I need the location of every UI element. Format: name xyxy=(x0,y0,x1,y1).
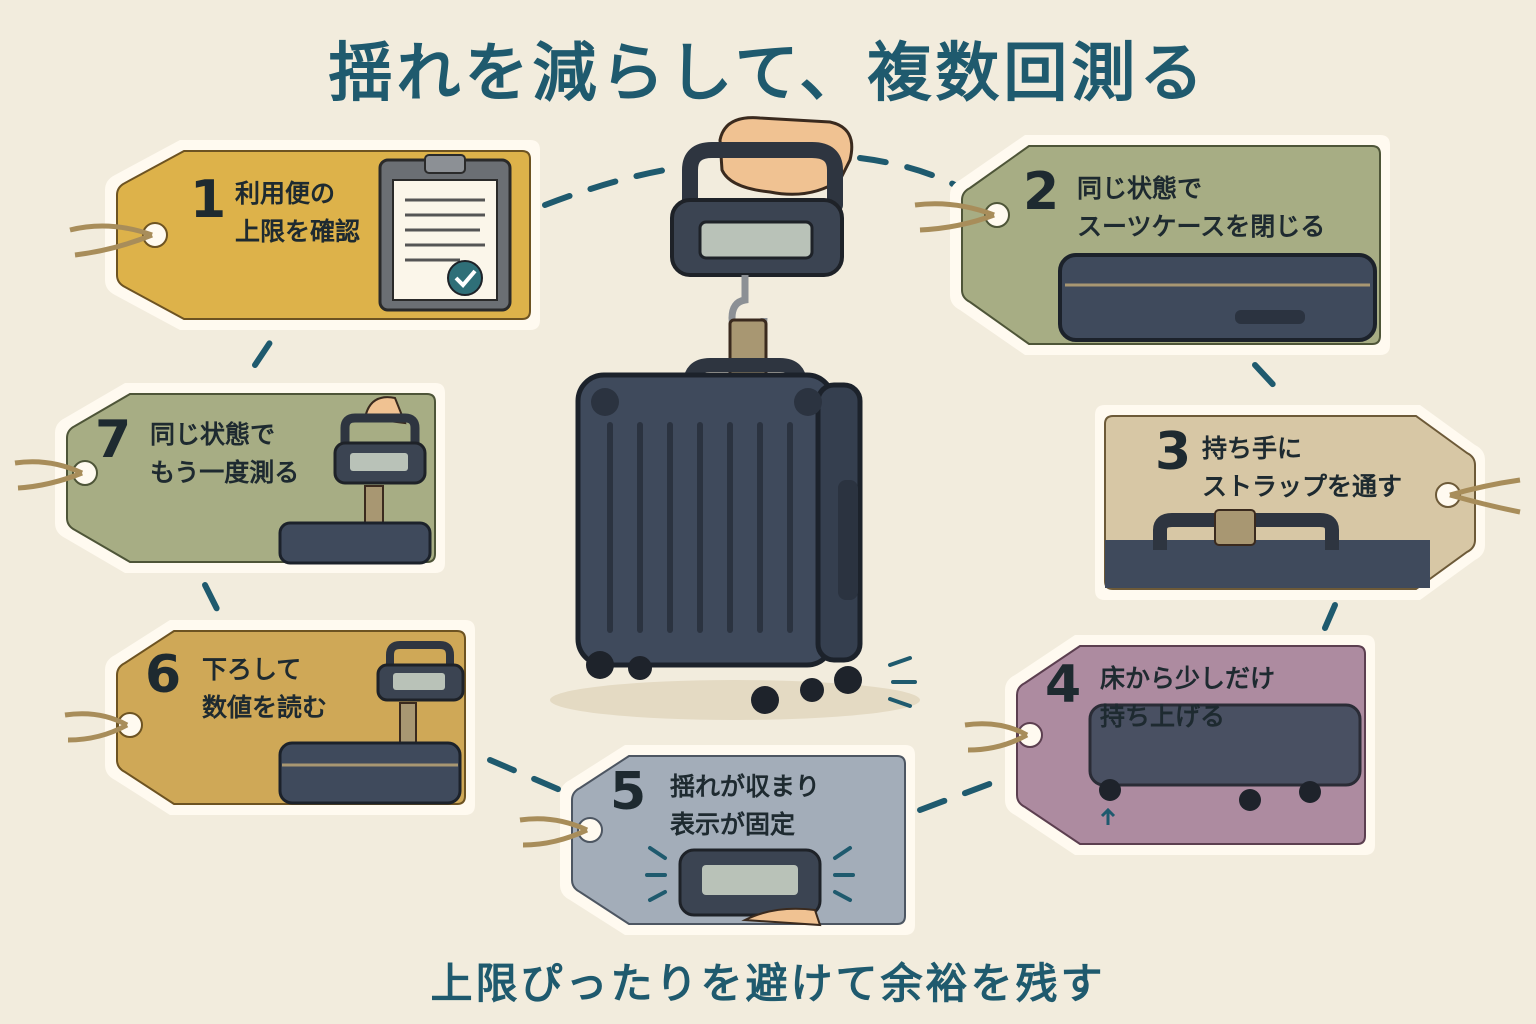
step-tag-4: 4 床から少しだけ 持ち上げる xyxy=(960,630,1380,860)
footer-message: 上限ぴったりを避けて余裕を残す xyxy=(430,959,1106,1008)
scale-display-icon xyxy=(645,846,855,927)
step-number-6: 6 xyxy=(145,645,182,705)
step-text-4: 床から少しだけ 持ち上げる xyxy=(1100,664,1276,731)
step-text-5: 揺れが収まり 表示が固定 xyxy=(670,772,821,839)
step-number-3: 3 xyxy=(1155,422,1192,482)
step-tag-7: 7 同じ状態で もう一度測る xyxy=(10,378,450,578)
step-number-7: 7 xyxy=(95,410,132,470)
step-text-7: 同じ状態で もう一度測る xyxy=(150,420,300,487)
step-text-2: 同じ状態で スーツケースを閉じる xyxy=(1077,174,1326,241)
step-text-3: 持ち手に ストラップを通す xyxy=(1202,434,1403,501)
step-text-6: 下ろして 数値を読む xyxy=(202,655,328,722)
closed-suitcase-icon xyxy=(1058,253,1377,342)
clipboard-check-icon xyxy=(378,154,512,312)
page-title: 揺れを減らして、複数回測る xyxy=(328,37,1208,111)
lifted-suitcase-icon xyxy=(1088,703,1362,825)
step-number-1: 1 xyxy=(190,170,227,230)
step-tag-3: 3 持ち手に ストラップを通す xyxy=(1090,400,1530,605)
step-tag-1: 1 利用便の 上限を確認 xyxy=(60,135,545,335)
step-text-1: 利用便の 上限を確認 xyxy=(235,179,361,246)
step-tag-2: 2 同じ状態で スーツケースを閉じる xyxy=(905,130,1395,360)
strap-handle-icon xyxy=(1105,509,1430,588)
step-tag-5: 5 揺れが収まり 表示が固定 xyxy=(515,740,920,940)
step-number-4: 4 xyxy=(1045,655,1082,715)
step-tag-6: 6 下ろして 数値を読む xyxy=(60,615,480,820)
step-number-5: 5 xyxy=(610,762,647,822)
step-number-2: 2 xyxy=(1023,162,1060,222)
scale-reading-icon xyxy=(278,641,465,805)
scale-repeat-icon xyxy=(278,396,432,565)
